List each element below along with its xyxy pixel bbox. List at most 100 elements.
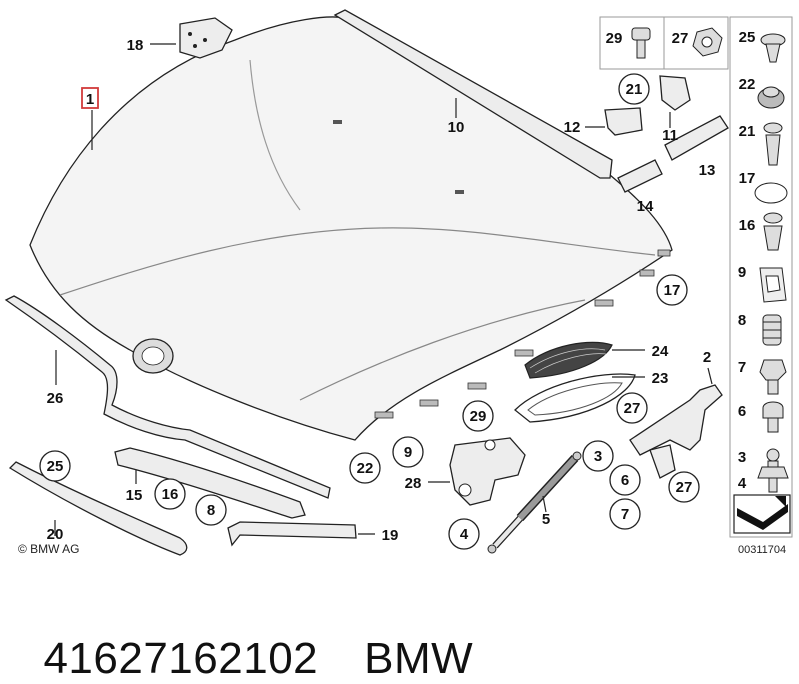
parts-diagram: 1 <box>4 9 793 556</box>
caption: 41627162102 BMW <box>18 584 473 684</box>
push-clip-icon <box>763 122 783 166</box>
seal-14 <box>617 159 663 193</box>
part-callout-17[interactable]: 17 <box>656 274 688 306</box>
side-panel-label-9[interactable]: 9 <box>738 264 746 281</box>
callout-circle <box>582 440 614 472</box>
callout-number: 22 <box>357 460 374 477</box>
callout-circle <box>392 436 424 468</box>
bolt-icon <box>762 401 784 433</box>
nut-icon <box>692 27 723 57</box>
callout-number: 8 <box>207 502 215 519</box>
part-callout-7[interactable]: 7 <box>609 498 641 530</box>
callout-circle <box>656 274 688 306</box>
part-label-23[interactable]: 23 <box>652 370 669 387</box>
side-panel-label-29[interactable]: 29 <box>606 30 623 47</box>
part-callout-21[interactable]: 21 <box>618 73 650 105</box>
brand-text: BMW <box>364 634 474 683</box>
part-number-text: 41627162102 <box>43 634 319 683</box>
part-callout-16[interactable]: 16 <box>154 478 186 510</box>
bracket-12 <box>585 107 643 136</box>
part-label-19[interactable]: 19 <box>382 527 399 544</box>
part-callout-9[interactable]: 9 <box>392 436 424 468</box>
side-panel-label-6[interactable]: 6 <box>738 403 746 420</box>
callout-number: 7 <box>621 506 629 523</box>
callout-number: 4 <box>460 526 469 543</box>
part-label-26[interactable]: 26 <box>47 390 64 407</box>
callout-number: 3 <box>594 448 602 465</box>
part-callout-3[interactable]: 3 <box>582 440 614 472</box>
side-panel-label-22[interactable]: 22 <box>739 76 756 93</box>
side-panel-label-27[interactable]: 27 <box>672 30 689 47</box>
callout-number: 25 <box>47 458 64 475</box>
hinge-2 <box>629 367 723 479</box>
callout-circle <box>195 494 227 526</box>
bracket-18 <box>150 17 233 59</box>
side-panel-label-17[interactable]: 17 <box>739 170 756 187</box>
part-callout-25[interactable]: 25 <box>39 450 71 482</box>
part-label-10[interactable]: 10 <box>448 119 465 136</box>
callout-circle <box>609 464 641 496</box>
seal-strip-26 <box>4 295 331 499</box>
side-panel-label-8[interactable]: 8 <box>738 312 746 329</box>
side-panel-label-7[interactable]: 7 <box>738 359 746 376</box>
callout-circle <box>618 73 650 105</box>
hood-panel <box>29 16 673 441</box>
callout-number: 16 <box>162 486 179 503</box>
copyright-text: © BMW AG <box>18 542 80 556</box>
expanding-rivet-icon <box>760 33 786 63</box>
part-callout-1[interactable]: 1 <box>81 87 99 150</box>
part-label-28[interactable]: 28 <box>405 475 422 492</box>
part-label-13[interactable]: 13 <box>699 162 716 179</box>
callout-circle <box>668 471 700 503</box>
callout-circle <box>462 400 494 432</box>
side-panel-label-21[interactable]: 21 <box>739 123 756 140</box>
bracket-strip-15 <box>114 447 306 519</box>
hex-bolt-icon <box>759 359 787 395</box>
part-label-2[interactable]: 2 <box>703 349 711 366</box>
part-label-18[interactable]: 18 <box>127 37 144 54</box>
callout-circle <box>39 450 71 482</box>
fastener-side-panel <box>599 16 793 538</box>
clip-11 <box>659 75 691 128</box>
part-label-20[interactable]: 20 <box>47 526 64 543</box>
ball-pin-icon <box>757 448 789 493</box>
callout-number: 9 <box>404 444 412 461</box>
side-panel-label-25[interactable]: 25 <box>739 29 756 46</box>
callout-number: 6 <box>621 472 629 489</box>
part-label-12[interactable]: 12 <box>564 119 581 136</box>
part-callout-27[interactable]: 27 <box>616 392 648 424</box>
part-callout-4[interactable]: 4 <box>448 518 480 550</box>
part-label-5[interactable]: 5 <box>542 511 550 528</box>
plug-icon <box>754 182 788 204</box>
part-callout-22[interactable]: 22 <box>349 452 381 484</box>
hood-emblem <box>132 338 174 374</box>
callout-number: 17 <box>664 282 681 299</box>
callout-circle <box>609 498 641 530</box>
callout-number: 29 <box>470 408 487 425</box>
part-label-11[interactable]: 11 <box>662 127 678 144</box>
part-label-15[interactable]: 15 <box>126 487 143 504</box>
side-panel-label-16[interactable]: 16 <box>739 217 756 234</box>
image-code-text: 00311704 <box>738 544 786 556</box>
vent-grille-24 <box>524 341 645 379</box>
callout-number: 21 <box>626 81 643 98</box>
callout-number: 27 <box>676 479 693 496</box>
callout-circle <box>154 478 186 510</box>
part-label-24[interactable]: 24 <box>652 343 669 360</box>
callout-group: 21 17 29 3 27 27 6 7 9 22 4 25 16 8 <box>39 73 700 550</box>
side-panel-label-3[interactable]: 3 <box>738 449 746 466</box>
spring-clip-icon <box>759 267 787 303</box>
side-panel-label-4[interactable]: 4 <box>738 475 747 492</box>
svg-text:1: 1 <box>86 91 94 108</box>
rivet-clip-icon <box>763 212 783 251</box>
hood-vents <box>374 249 671 419</box>
vent-frame-23 <box>514 373 645 423</box>
hood-latch-28 <box>428 437 526 506</box>
part-callout-6[interactable]: 6 <box>609 464 641 496</box>
part-callout-27[interactable]: 27 <box>668 471 700 503</box>
part-label-14[interactable]: 14 <box>637 198 654 215</box>
part-callout-29[interactable]: 29 <box>462 400 494 432</box>
part-callout-8[interactable]: 8 <box>195 494 227 526</box>
seal-strip-20 <box>8 461 188 556</box>
orientation-arrow-icon <box>733 494 791 534</box>
